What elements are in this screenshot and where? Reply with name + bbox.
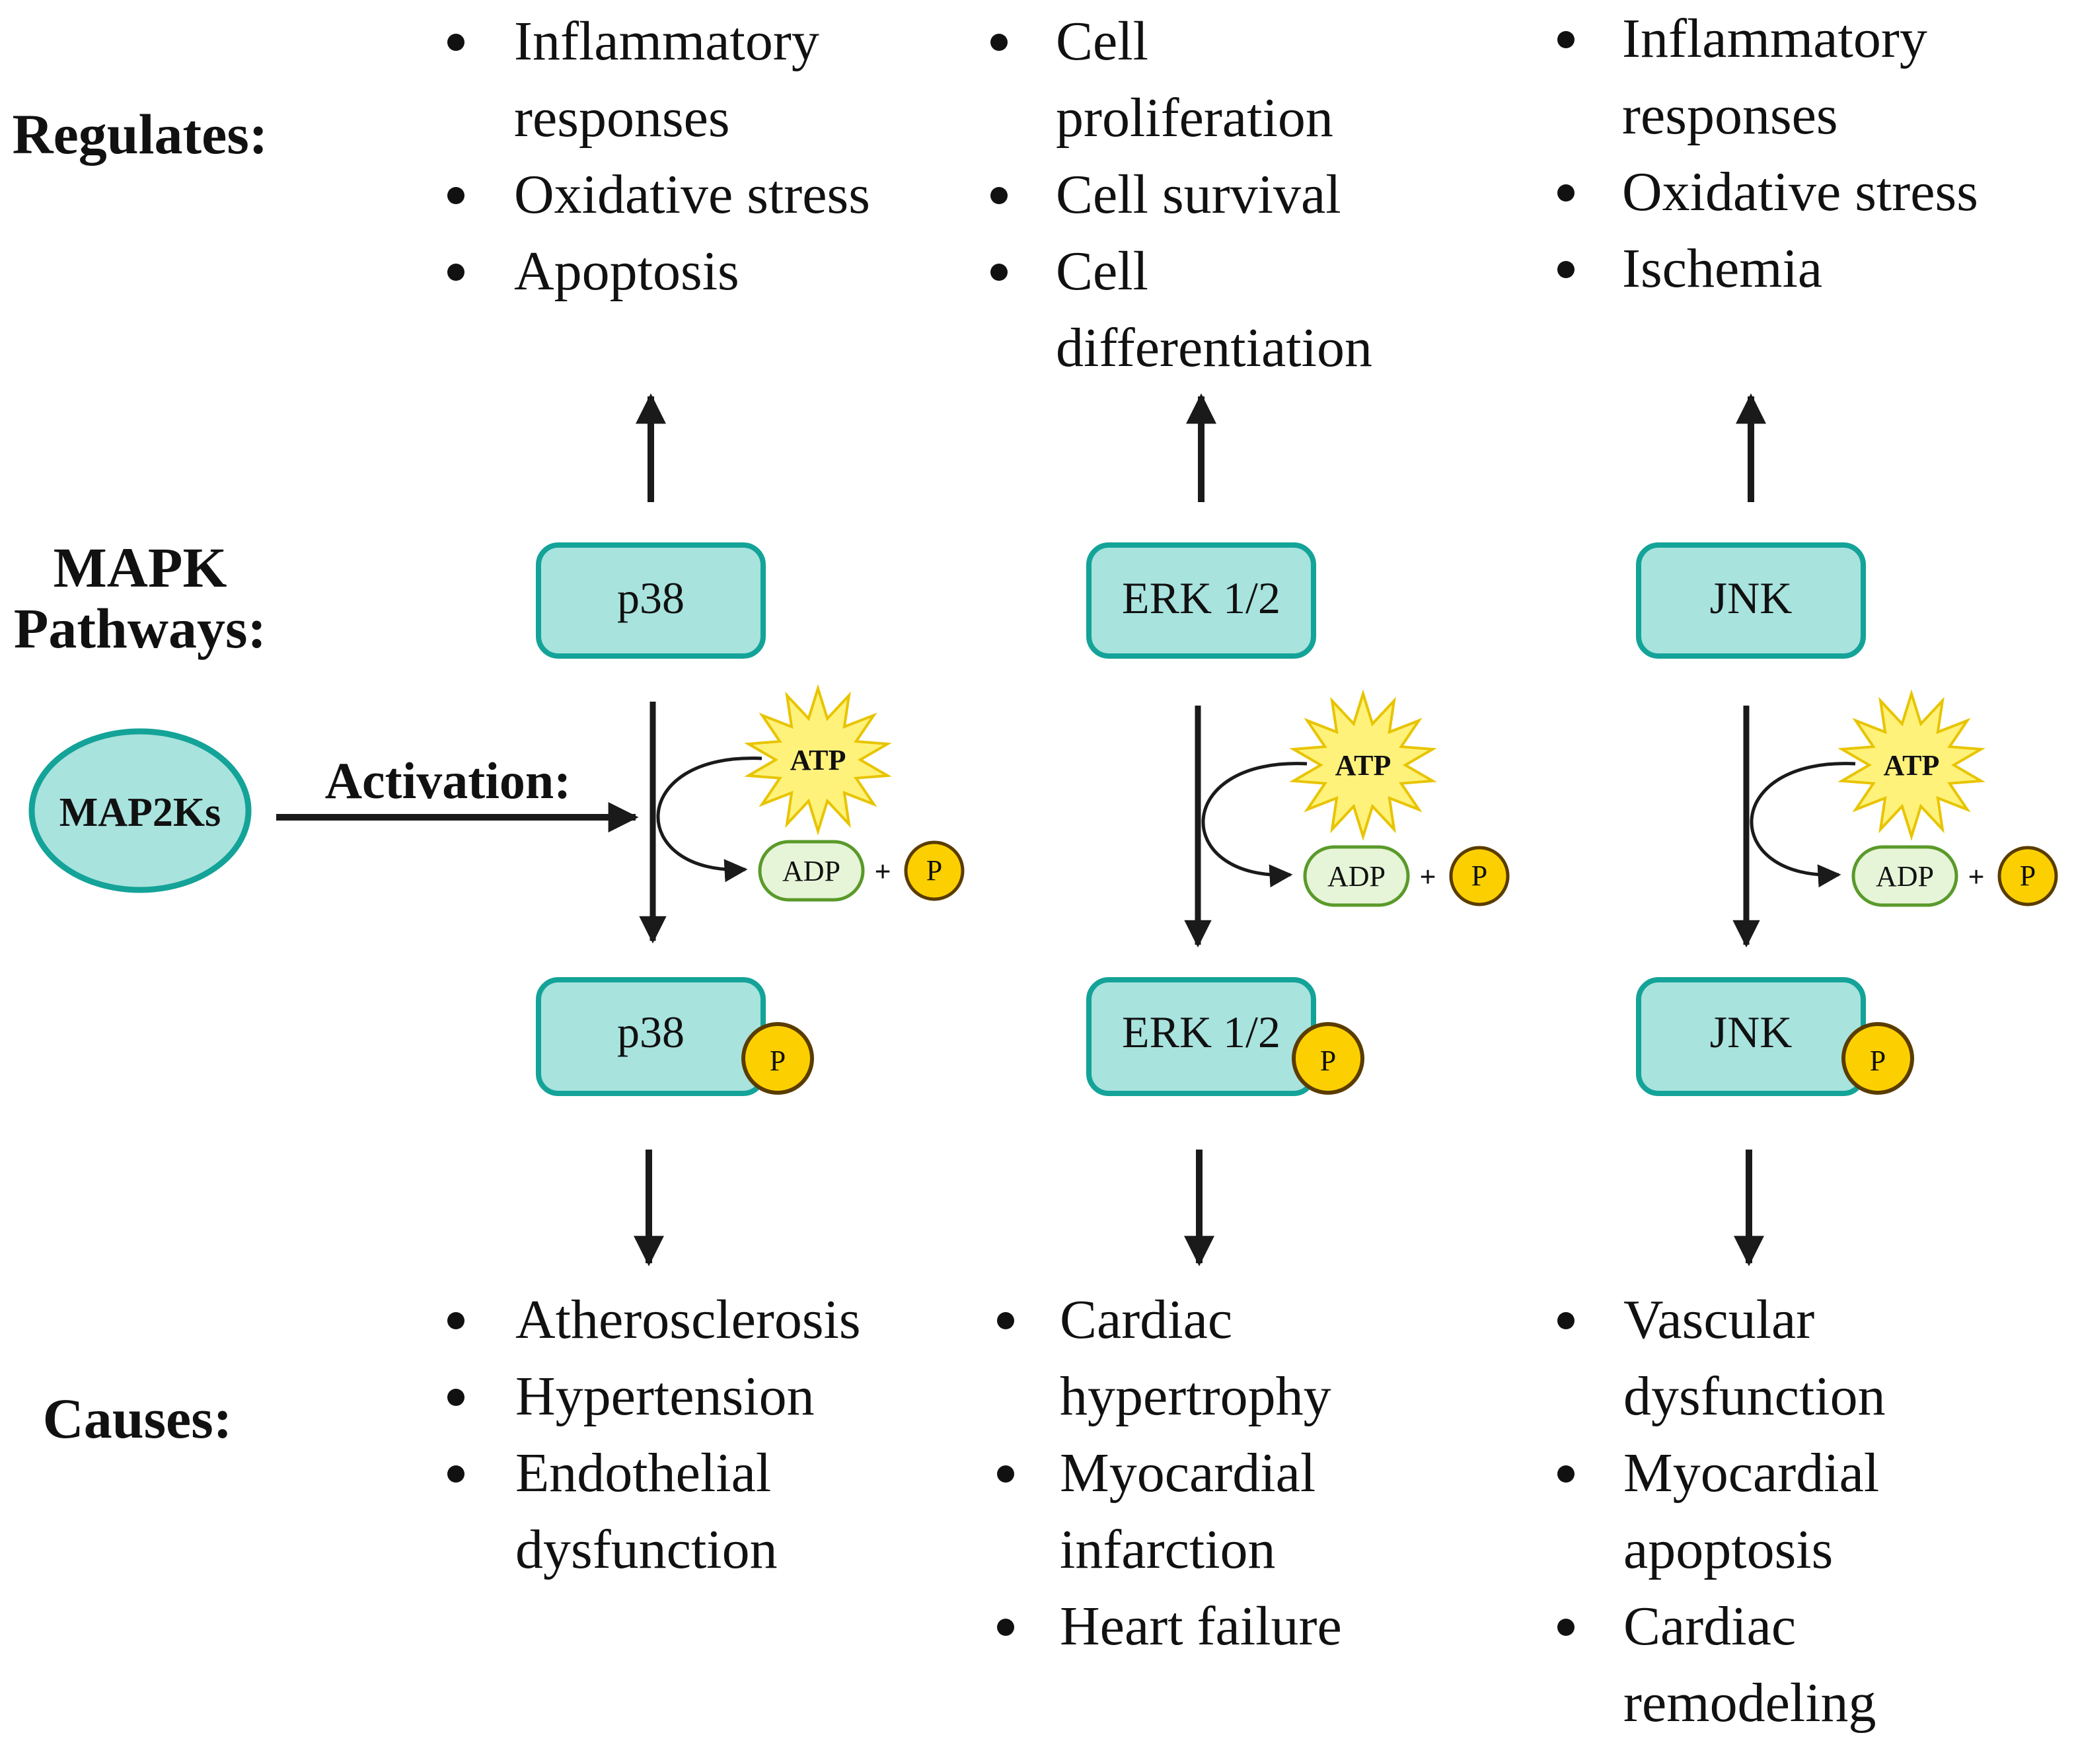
causes-bullet xyxy=(447,1389,464,1406)
reaction-curve xyxy=(1201,762,1308,888)
phosphate-circle xyxy=(1997,846,2058,906)
regulates-bullet xyxy=(990,187,1008,204)
atp-label: ATP xyxy=(790,744,846,776)
causes-bullet xyxy=(997,1465,1014,1483)
atp-starburst xyxy=(1837,689,1985,841)
adp-label: ADP xyxy=(782,855,840,887)
regulates-label: Regulates: xyxy=(13,102,268,166)
regulates-item-text: Oxidative stress xyxy=(1622,161,1978,223)
atp-starburst xyxy=(1289,689,1437,841)
atp-label: ATP xyxy=(1335,749,1391,782)
attached-phosphate-circle xyxy=(1292,1022,1364,1095)
regulates-bullet xyxy=(1557,261,1575,278)
attached-phosphate-label: P xyxy=(770,1045,786,1077)
causes-bullet xyxy=(997,1619,1014,1636)
causes-item-text: Myocardial xyxy=(1060,1442,1316,1504)
phosphate-circle xyxy=(1449,846,1510,906)
causes-item-text: Heart failure xyxy=(1060,1596,1342,1657)
phosphorylated-kinase-label: p38 xyxy=(617,1007,685,1057)
adp-pill xyxy=(1303,845,1410,907)
regulates-bullet xyxy=(447,34,464,51)
adp-pill xyxy=(758,840,865,902)
regulates-item-text: Oxidative stress xyxy=(514,164,870,225)
adp-label: ADP xyxy=(1876,860,1934,893)
phosphate-label: P xyxy=(2020,860,2036,892)
causes-bullet xyxy=(1557,1312,1575,1329)
regulates-bullet xyxy=(447,264,464,281)
attached-phosphate-label: P xyxy=(1320,1045,1336,1077)
regulates-item-text: responses xyxy=(1622,85,1838,146)
activation-label: Activation: xyxy=(325,752,572,809)
reaction-curve xyxy=(656,756,762,883)
kinase-label: JNK xyxy=(1710,573,1793,623)
causes-bullet xyxy=(1557,1619,1575,1636)
regulates-item-text: Ischemia xyxy=(1622,238,1822,299)
attached-phosphate-circle xyxy=(741,1022,814,1095)
regulates-bullet xyxy=(1557,31,1575,48)
mapk-label-line2: Pathways: xyxy=(14,597,266,660)
causes-bullet xyxy=(447,1312,464,1329)
regulates-item-text: Cell xyxy=(1056,240,1148,302)
causes-item-text: dysfunction xyxy=(1623,1366,1886,1427)
reaction-curve xyxy=(1750,762,1856,888)
causes-item-text: hypertrophy xyxy=(1060,1366,1331,1427)
causes-item-text: infarction xyxy=(1060,1519,1276,1580)
phosphate-circle xyxy=(904,840,965,901)
map2ks-node: MAP2Ks xyxy=(28,728,252,893)
phosphate-label: P xyxy=(926,854,942,887)
causes-bullet xyxy=(1557,1465,1575,1483)
regulates-bullet xyxy=(1557,184,1575,202)
causes-item-text: Atherosclerosis xyxy=(515,1289,861,1350)
atp-label: ATP xyxy=(1884,749,1940,782)
causes-item-text: remodeling xyxy=(1623,1672,1876,1734)
regulates-item-text: Cell xyxy=(1056,11,1148,72)
causes-item-text: Hypertension xyxy=(515,1366,815,1427)
causes-item-text: dysfunction xyxy=(515,1519,778,1580)
regulates-bullet xyxy=(447,187,464,204)
regulates-item-text: proliferation xyxy=(1056,87,1333,149)
kinase-label: ERK 1/2 xyxy=(1122,573,1280,623)
regulates-bullet xyxy=(990,264,1008,281)
causes-item-text: apoptosis xyxy=(1623,1519,1833,1580)
causes-item-text: Myocardial xyxy=(1623,1442,1879,1504)
adp-pill xyxy=(1851,845,1958,907)
plus-sign: + xyxy=(1968,861,1984,893)
attached-phosphate-circle xyxy=(1841,1022,1914,1095)
map2ks-ellipse xyxy=(28,728,252,893)
causes-bullet xyxy=(997,1312,1014,1329)
causes-item-text: Endothelial xyxy=(515,1442,771,1504)
regulates-bullet xyxy=(990,34,1008,51)
attached-phosphate-label: P xyxy=(1870,1045,1886,1077)
causes-label: Causes: xyxy=(43,1387,233,1450)
phosphate-label: P xyxy=(1471,860,1487,892)
regulates-item-text: responses xyxy=(514,87,730,149)
plus-sign: + xyxy=(1419,861,1436,893)
kinase-box xyxy=(536,542,766,659)
regulates-item-text: Cell survival xyxy=(1056,164,1341,225)
regulates-item-text: differentiation xyxy=(1056,317,1372,379)
phosphorylated-kinase-label: JNK xyxy=(1710,1007,1793,1057)
plus-sign: + xyxy=(874,856,891,888)
causes-bullet xyxy=(447,1465,464,1483)
atp-starburst xyxy=(744,684,892,836)
adp-label: ADP xyxy=(1327,860,1386,893)
regulates-item-text: Inflammatory xyxy=(514,11,819,72)
mapk-label-line1: MAPK xyxy=(54,536,227,599)
causes-item-text: Cardiac xyxy=(1623,1596,1796,1657)
map2ks-label: MAP2Ks xyxy=(59,790,221,835)
phosphorylated-kinase-label: ERK 1/2 xyxy=(1122,1007,1280,1057)
causes-item-text: Vascular xyxy=(1623,1289,1814,1350)
kinase-box xyxy=(1636,542,1866,659)
causes-item-text: Cardiac xyxy=(1060,1289,1232,1350)
regulates-item-text: Inflammatory xyxy=(1622,8,1927,69)
regulates-item-text: Apoptosis xyxy=(514,240,739,302)
kinase-box xyxy=(1086,542,1316,659)
kinase-label: p38 xyxy=(617,573,685,623)
